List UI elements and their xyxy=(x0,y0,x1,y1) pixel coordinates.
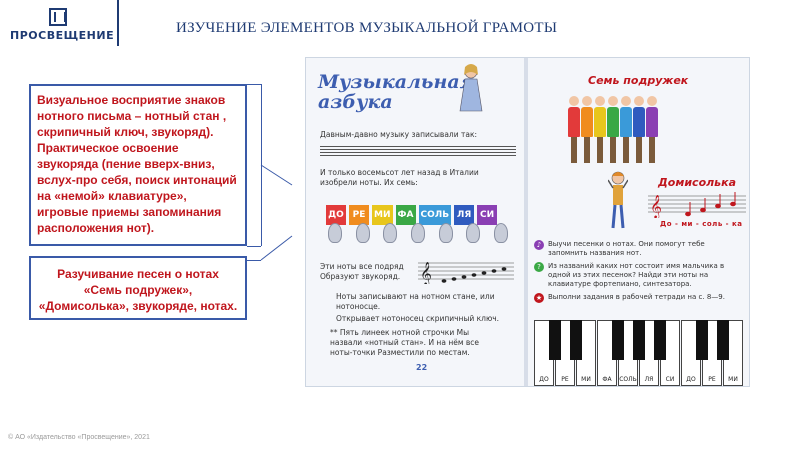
note-name-box: СОЛЬ xyxy=(418,205,452,225)
task-3: ★ Выполни задания в рабочей тетради на с… xyxy=(534,293,746,303)
piano-black-key xyxy=(654,320,666,360)
girl-icon xyxy=(646,96,658,166)
intro-paragraph: Давным-давно музыку записывали так: xyxy=(320,130,477,139)
piano-key-label: РЕ xyxy=(561,376,569,383)
piano-key-label: МИ xyxy=(581,376,591,383)
note-name-box: ДО xyxy=(326,205,346,225)
left-page-title: Музыкальная азбука xyxy=(318,72,475,112)
piano-keyboard: ДО РЕ МИ ФА СОЛЬ ЛЯ СИ ДО РЕ МИ xyxy=(534,320,746,386)
mouse-icon xyxy=(355,223,370,243)
mouse-icon xyxy=(328,223,342,243)
task-1-text: Выучи песенки о нотах. Они помогут тебе … xyxy=(548,240,705,257)
piano-key-label: ДО xyxy=(539,376,549,383)
page-title: ИЗУЧЕНИЕ ЭЛЕМЕНТОВ МУЗЫКАЛЬНОЙ ГРАМОТЫ xyxy=(176,20,558,36)
star-icon: ★ xyxy=(534,293,544,303)
piano-key-label: ФА xyxy=(602,376,612,383)
task-icon: ♪ xyxy=(534,240,544,250)
note-name-box: ФА xyxy=(395,205,416,225)
task-2-text: Из названий каких нот состоит имя мальчи… xyxy=(548,262,725,288)
note-name-box: МИ xyxy=(372,205,393,225)
title-line-1: Музыкальная xyxy=(318,71,475,93)
header-divider xyxy=(117,0,119,46)
note-name-box: РЕ xyxy=(349,205,369,225)
piano-key-label: МИ xyxy=(728,376,738,383)
poem: ** Пять линеек нотной строчки Мы назвали… xyxy=(330,328,480,357)
task-2: ? Из названий каких нот состоит имя маль… xyxy=(534,262,746,289)
notes-history-paragraph: И только восемьсот лет назад в Италии из… xyxy=(320,168,479,187)
mouse-icon xyxy=(410,223,425,243)
piano-black-key xyxy=(570,320,582,360)
domisolka-staff-icon: 𝄞 xyxy=(648,192,746,218)
page-number: 22 xyxy=(416,363,428,372)
piano-key-label: ДО xyxy=(686,376,696,383)
piano-black-key xyxy=(633,320,645,360)
mouse-icon xyxy=(493,223,508,243)
song-title-domisolka: Домисолька xyxy=(658,176,737,189)
connector-line xyxy=(247,84,261,85)
mouse-icon xyxy=(438,223,453,243)
staff-with-notes-icon: 𝄞 xyxy=(418,261,514,284)
note-name-box: ЛЯ xyxy=(454,205,475,225)
textbook-spread: Музыкальная азбука Давным-давно музыку з… xyxy=(305,57,750,387)
callout-songs: Разучивание песен о нотах «Семь подружек… xyxy=(29,256,247,320)
girl-illustration-icon xyxy=(459,64,483,112)
connector-line xyxy=(247,246,261,247)
girl-icon xyxy=(620,96,632,166)
piano-key-label: СИ xyxy=(665,376,675,383)
piano-black-key xyxy=(612,320,624,360)
piano-black-key xyxy=(717,320,729,360)
book-spine xyxy=(524,58,528,386)
ancient-staff xyxy=(320,146,516,160)
staff-paragraph: Ноты записывают на нотном стане, или нот… xyxy=(336,292,495,311)
task-1: ♪ Выучи песенки о нотах. Они помогут теб… xyxy=(534,240,746,258)
piano-key-label: РЕ xyxy=(708,376,716,383)
task-3-text: Выполни задания в рабочей тетради на с. … xyxy=(548,293,725,301)
boy-conductor-icon xyxy=(608,171,628,229)
mouse-icon xyxy=(383,223,398,243)
connector-line xyxy=(247,260,261,261)
scale-paragraph: Эти ноты все подряд Образуют звукоряд. xyxy=(320,262,404,281)
callout-visual-perception: Визуальное восприятие знаков нотного пис… xyxy=(29,84,247,246)
piano-black-key xyxy=(549,320,561,360)
logo-mark-icon xyxy=(49,8,67,26)
girl-icon xyxy=(568,96,580,166)
girl-icon xyxy=(607,96,619,166)
seven-girls-illustration xyxy=(568,96,658,166)
clef-paragraph: Открывает нотоносец скрипичный ключ. xyxy=(336,314,500,323)
girl-icon xyxy=(594,96,606,166)
svg-text:𝄞: 𝄞 xyxy=(650,194,662,218)
piano-black-key xyxy=(696,320,708,360)
girl-icon xyxy=(633,96,645,166)
logo-text: ПРОСВЕЩЕНИЕ xyxy=(10,29,115,42)
mouse-icon xyxy=(466,223,481,243)
question-icon: ? xyxy=(534,262,544,272)
piano-key-label: ЛЯ xyxy=(644,376,654,383)
domisolka-syllables: До - ми - соль - ка xyxy=(660,220,743,228)
song-title-seven-friends: Семь подружек xyxy=(588,74,689,87)
right-page: Семь подружек Домисолька xyxy=(528,58,749,386)
girl-icon xyxy=(581,96,593,166)
left-page: Музыкальная азбука Давным-давно музыку з… xyxy=(306,58,524,386)
note-name-box: СИ xyxy=(477,205,498,225)
mice-illustration xyxy=(328,223,508,247)
svg-text:𝄞: 𝄞 xyxy=(420,261,432,284)
copyright: © АО «Издательство «Просвещение», 2021 xyxy=(8,434,150,441)
piano-key-label: СОЛЬ xyxy=(619,376,637,383)
publisher-logo: ПРОСВЕЩЕНИЕ xyxy=(10,8,115,48)
title-line-2: азбука xyxy=(318,91,393,113)
